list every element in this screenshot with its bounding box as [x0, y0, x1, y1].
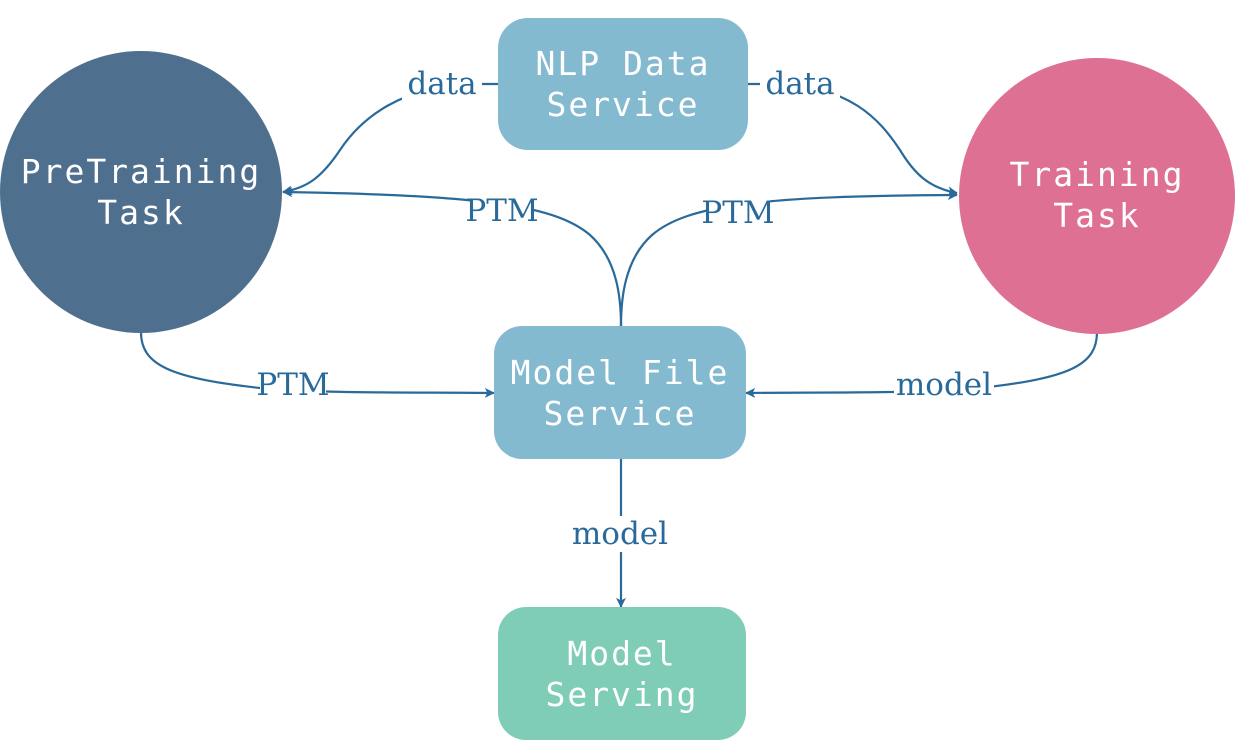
training-task-line2: Task — [1053, 196, 1140, 235]
edge-label-model-bottom: model — [572, 516, 668, 552]
nlp-data-service-line1: NLP Data — [536, 44, 711, 83]
node-nlp-data-service: NLP Data Service — [498, 18, 748, 150]
edge-label-model-right: model — [896, 367, 992, 403]
training-task-line1: Training — [1010, 155, 1185, 194]
pretraining-task-line1: PreTraining — [21, 152, 262, 191]
edge-label-ptm-left: PTM — [465, 193, 538, 229]
model-file-service-line1: Model File — [511, 353, 730, 392]
edge-label-ptm-bottom-left: PTM — [256, 367, 329, 403]
edge-label-data-left: data — [407, 66, 476, 102]
model-serving-line2: Serving — [545, 675, 698, 714]
model-serving-line1: Model — [567, 634, 676, 673]
edge-label-data-right: data — [765, 66, 834, 102]
nlp-data-service-line2: Service — [546, 85, 699, 124]
node-training-task: Training Task — [959, 58, 1235, 334]
edge-ptm-to-pretraining — [282, 187, 623, 327]
node-pretraining-task: PreTraining Task — [0, 51, 282, 333]
node-model-file-service: Model File Service — [494, 326, 746, 459]
edge-label-ptm-right: PTM — [701, 195, 774, 231]
edge-ptm-to-training — [619, 190, 958, 327]
model-file-service-line2: Service — [543, 394, 696, 433]
pretraining-task-line2: Task — [97, 193, 184, 232]
node-model-serving: Model Serving — [498, 607, 746, 740]
